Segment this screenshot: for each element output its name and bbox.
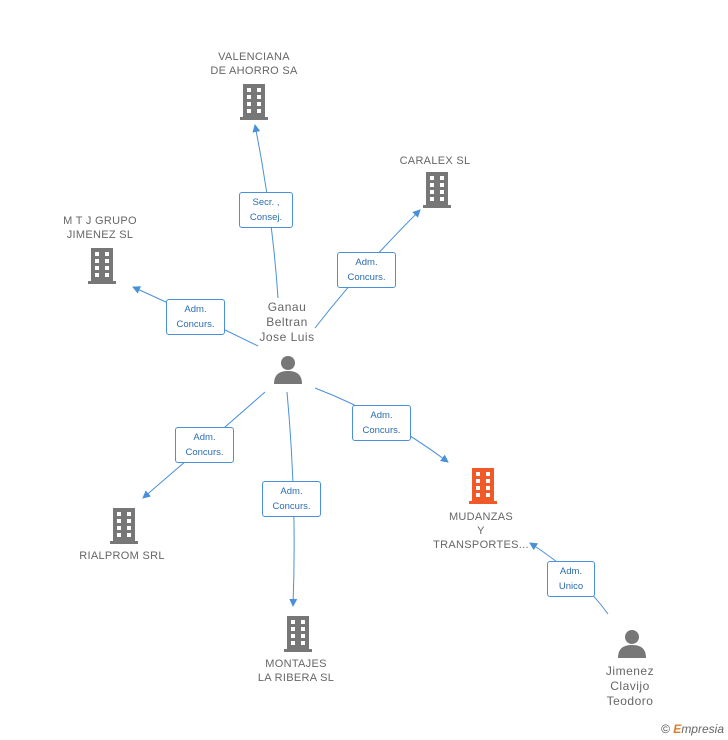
ganau-label-line-2: Beltran <box>266 315 308 329</box>
role-box-caralex[interactable]: Adm. Concurs. <box>337 252 396 288</box>
role-box-rialprom-line-2: Concurs. <box>185 447 224 458</box>
role-box-jimenez-mudanzas-line-2: Unico <box>558 581 584 592</box>
jimenez-label[interactable]: Jimenez Clavijo Teodoro <box>606 664 654 709</box>
role-box-mudanzas-line-1: Adm. <box>370 410 393 421</box>
mudanzas-label-line-1: MUDANZAS <box>448 511 514 523</box>
brand-initial: E <box>673 722 682 736</box>
building-icon[interactable] <box>108 508 140 544</box>
mudanzas-label-line-3: TRANSPORTES... <box>433 539 529 551</box>
role-box-mudanzas[interactable]: Adm. Concurs. <box>352 405 411 441</box>
role-box-jimenez-mudanzas-line-1: Adm. <box>559 566 583 577</box>
role-box-caralex-line-1: Adm. <box>355 257 378 268</box>
building-icon[interactable] <box>467 468 499 504</box>
jimenez-label-line-2: Clavijo <box>610 679 650 693</box>
role-box-mtj[interactable]: Adm. Concurs. <box>166 299 225 335</box>
mtj-label-line-2: JIMENEZ SL <box>66 229 134 241</box>
copyright-symbol: © <box>661 722 670 736</box>
jimenez-label-line-3: Teodoro <box>606 694 654 708</box>
role-box-mtj-line-2: Concurs. <box>176 319 215 330</box>
valenciana-label-line-1: VALENCIANA <box>218 51 290 63</box>
jimenez-label-line-1: Jimenez <box>605 664 655 678</box>
role-box-rialprom[interactable]: Adm. Concurs. <box>175 427 234 463</box>
role-box-mtj-line-1: Adm. <box>184 304 207 315</box>
rialprom-label-line-1: RIALPROM SRL <box>79 550 165 562</box>
mtj-label-line-1: M T J GRUPO <box>63 215 137 227</box>
mudanzas-label-line-2: Y <box>477 525 485 537</box>
montajes-label[interactable]: MONTAJES LA RIBERA SL <box>258 657 334 685</box>
caralex-label[interactable]: CARALEX SL <box>400 154 471 168</box>
role-box-valenciana[interactable]: Secr. , Consej. <box>239 192 293 228</box>
building-icon[interactable] <box>238 84 270 120</box>
person-icon[interactable] <box>617 628 647 658</box>
ganau-label-line-1: Ganau <box>267 300 307 314</box>
role-box-mudanzas-line-2: Concurs. <box>362 425 401 436</box>
footer-watermark: © Empresia <box>661 722 724 736</box>
role-box-caralex-line-2: Concurs. <box>347 272 386 283</box>
role-box-valenciana-line-2: Consej. <box>249 212 283 223</box>
role-box-montajes-line-1: Adm. <box>280 486 303 497</box>
role-box-rialprom-line-1: Adm. <box>193 432 216 443</box>
building-icon[interactable] <box>282 616 314 652</box>
ganau-label-line-3: Jose Luis <box>259 330 315 344</box>
caralex-label-line-1: CARALEX SL <box>399 155 471 167</box>
brand-name: mpresia <box>681 722 724 736</box>
person-icon[interactable] <box>273 354 303 384</box>
role-box-valenciana-line-1: Secr. , <box>252 197 280 208</box>
valenciana-label-line-2: DE AHORRO SA <box>210 65 298 77</box>
montajes-label-line-1: MONTAJES <box>265 658 327 670</box>
montajes-label-line-2: LA RIBERA SL <box>257 672 335 684</box>
role-box-montajes[interactable]: Adm. Concurs. <box>262 481 321 517</box>
role-box-jimenez-mudanzas[interactable]: Adm. Unico <box>547 561 595 597</box>
mtj-label[interactable]: M T J GRUPO JIMENEZ SL <box>63 214 137 242</box>
mudanzas-label[interactable]: MUDANZAS Y TRANSPORTES... <box>433 510 529 552</box>
rialprom-label[interactable]: RIALPROM SRL <box>79 549 165 563</box>
building-icon[interactable] <box>421 172 453 208</box>
role-box-montajes-line-2: Concurs. <box>272 501 311 512</box>
valenciana-label[interactable]: VALENCIANA DE AHORRO SA <box>210 50 297 78</box>
building-icon[interactable] <box>86 248 118 284</box>
ganau-label[interactable]: Ganau Beltran Jose Luis <box>259 300 314 345</box>
